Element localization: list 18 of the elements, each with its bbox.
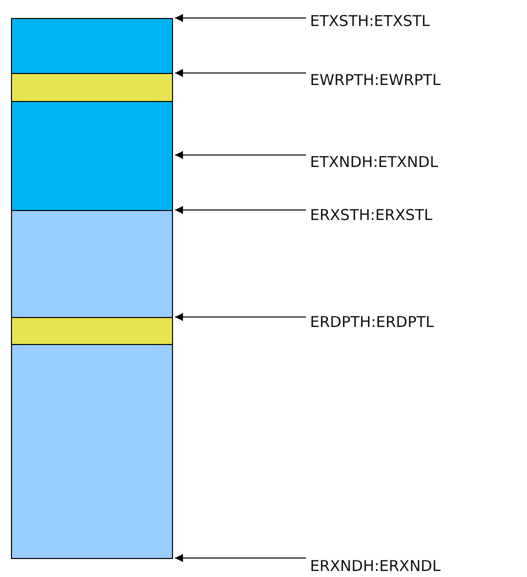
leader-arrow xyxy=(174,14,306,22)
register-label: ERDPTH:ERDPTL xyxy=(310,313,434,331)
memory-segment xyxy=(11,317,173,345)
memory-segment xyxy=(11,18,173,74)
register-label: ETXSTH:ETXSTL xyxy=(310,12,430,30)
register-label: ETXNDH:ETXNDL xyxy=(310,153,438,171)
leader-arrow xyxy=(174,206,306,214)
leader-arrow xyxy=(174,313,306,321)
register-label: EWRPTH:EWRPTL xyxy=(310,71,441,89)
leader-arrow xyxy=(174,69,306,77)
memory-segment xyxy=(11,344,173,559)
register-label: ERXNDH:ERXNDL xyxy=(310,557,441,575)
register-label: ERXSTH:ERXSTL xyxy=(310,206,432,224)
leader-arrow xyxy=(174,554,306,562)
memory-segment xyxy=(11,210,173,318)
memory-segment xyxy=(11,73,173,102)
memory-segment xyxy=(11,101,173,211)
leader-arrow xyxy=(174,151,306,159)
